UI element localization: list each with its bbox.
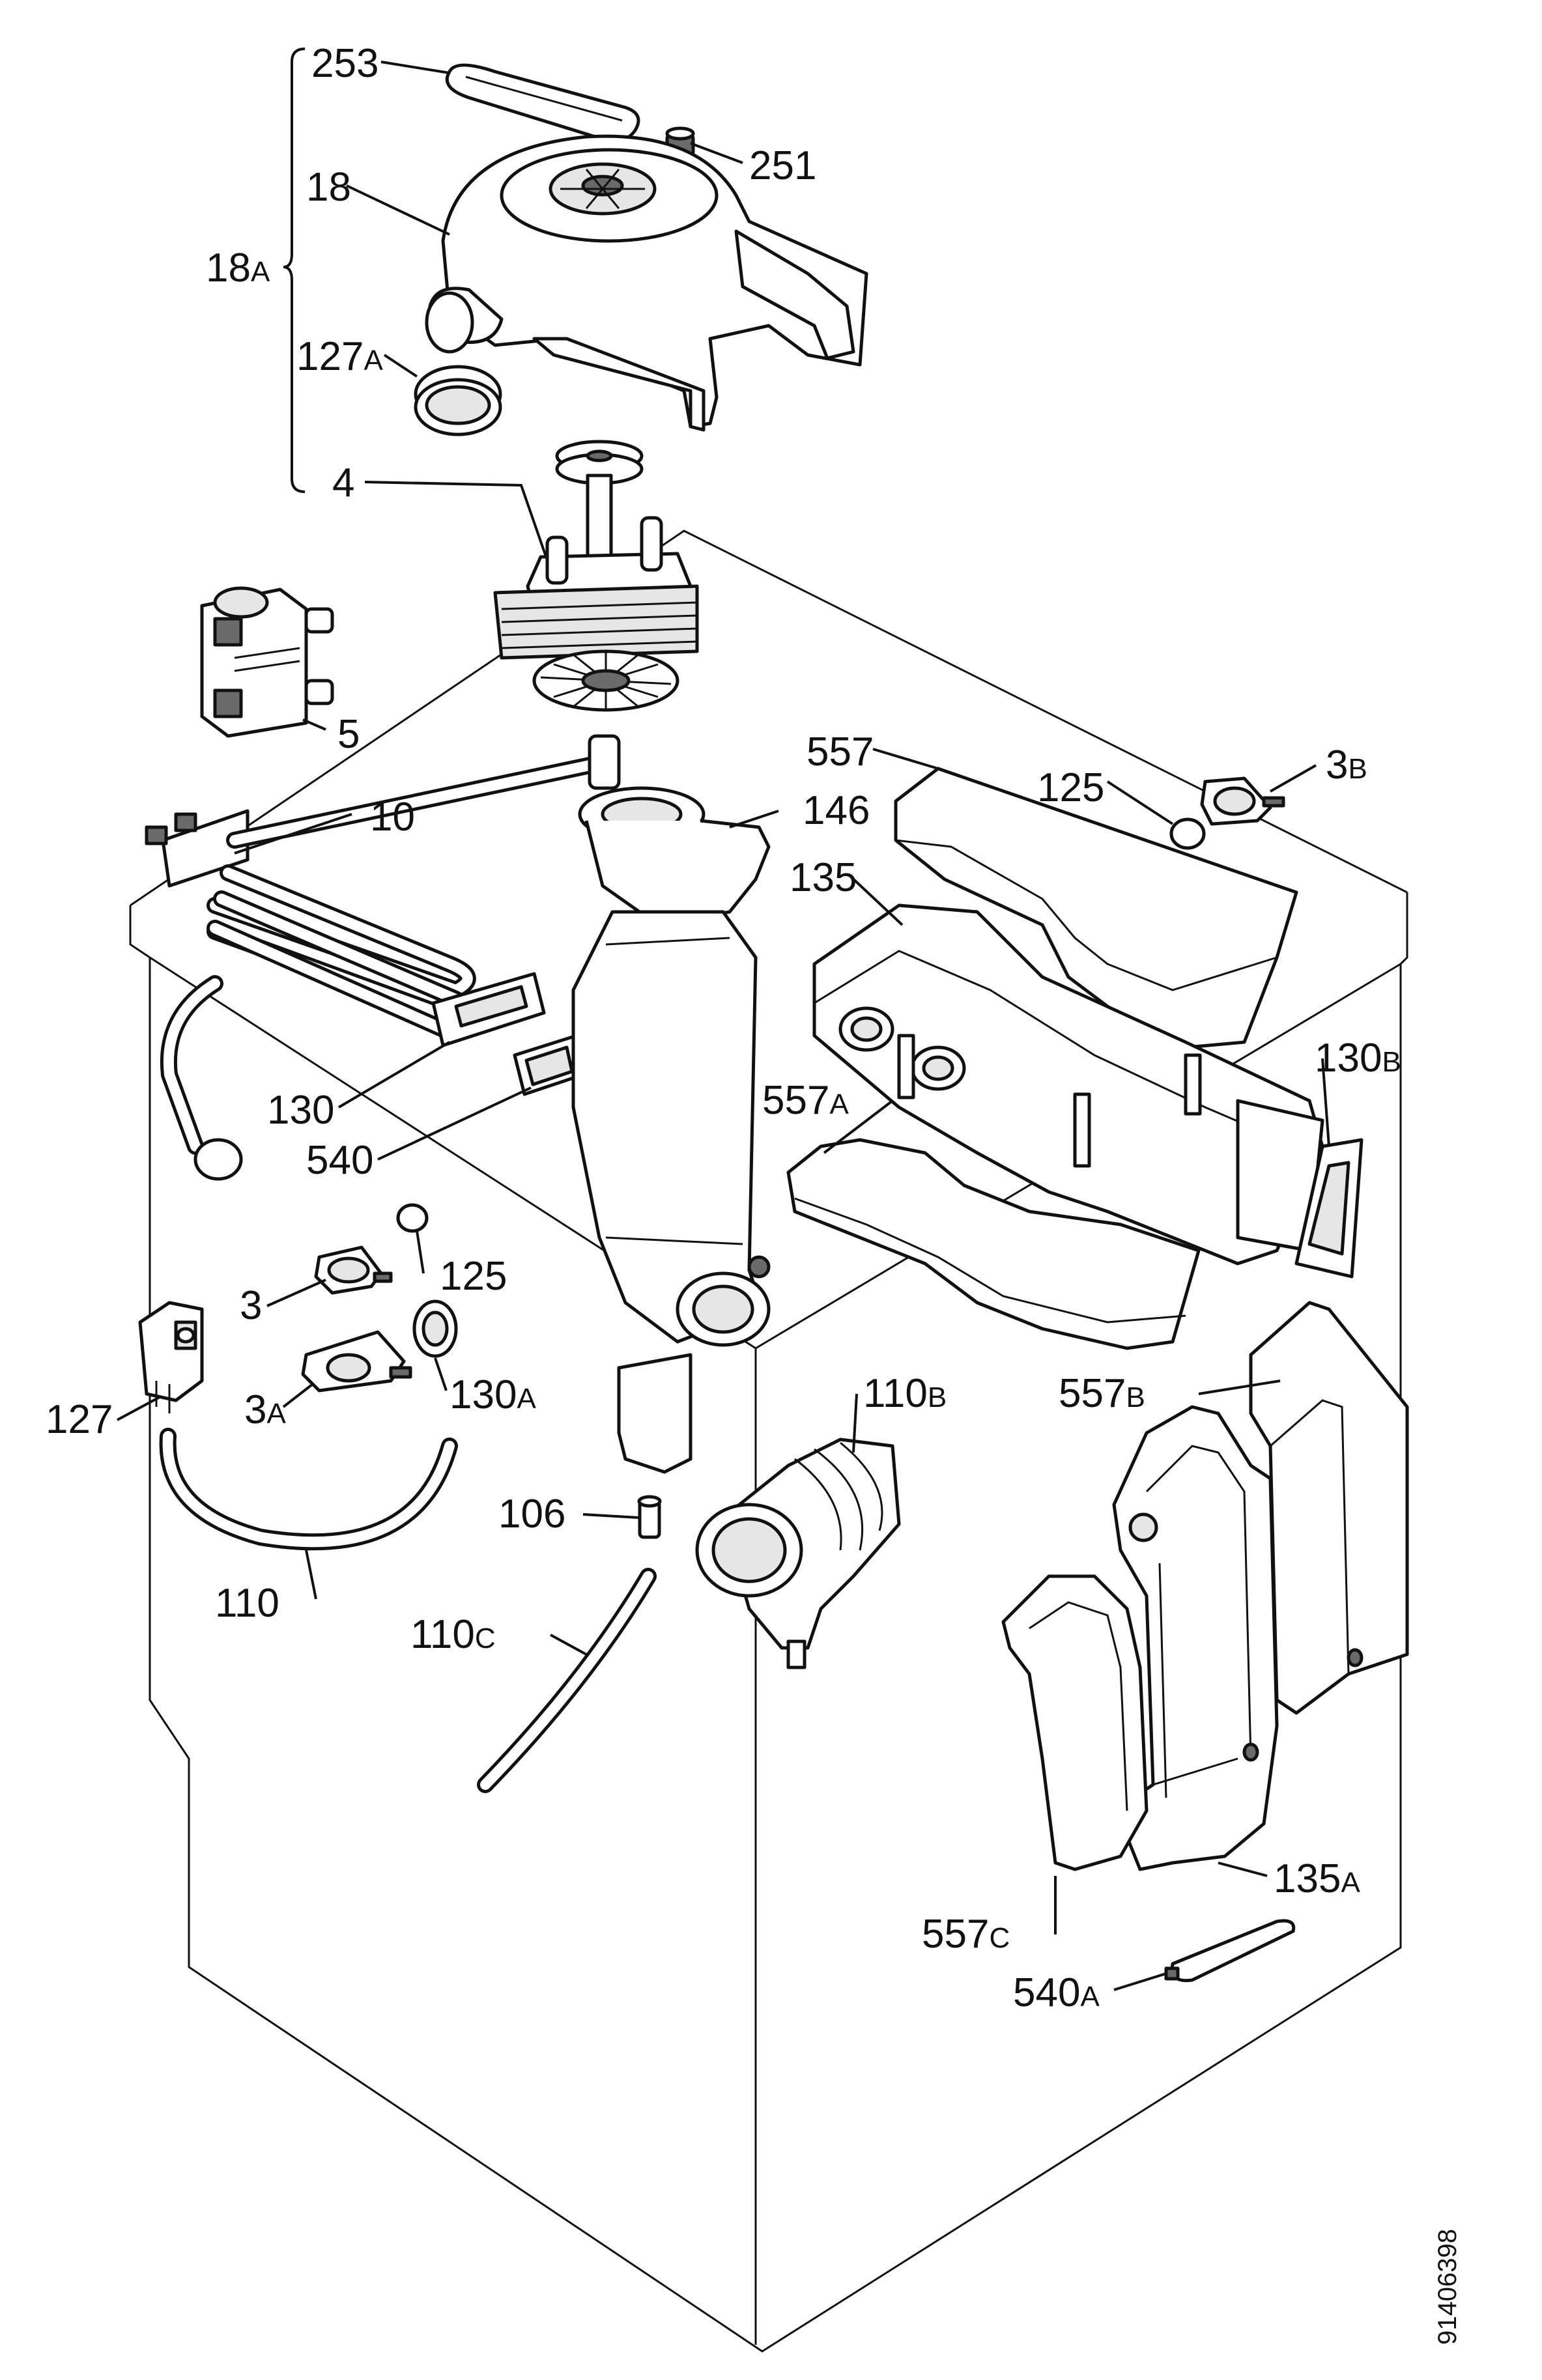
- fan-housing: [425, 134, 868, 432]
- callout-127: 127: [46, 1397, 113, 1442]
- group-bracket-18a: [283, 48, 306, 493]
- callout-127a: 127A: [296, 334, 383, 379]
- callout-557c: 557C: [922, 1912, 1010, 1957]
- callout-3b: 3B: [1326, 743, 1367, 787]
- callout-146: 146: [803, 788, 870, 833]
- door-switch: [138, 1301, 204, 1413]
- condenser-duct: [812, 903, 1324, 1266]
- retaining-clip: [1164, 1919, 1296, 1983]
- heating-element: [145, 734, 621, 1181]
- duct-bellows: [695, 1438, 901, 1669]
- o-ring-top: [1169, 817, 1206, 850]
- rear-condenser-duct: [1112, 1405, 1279, 1871]
- callout-135: 135: [790, 855, 857, 900]
- water-hose: [159, 1428, 458, 1551]
- callout-251: 251: [749, 143, 816, 188]
- callout-130b: 130B: [1315, 1036, 1401, 1081]
- callout-540: 540: [306, 1138, 373, 1183]
- callout-18a: 18A: [206, 246, 270, 290]
- thermostat: [314, 1245, 393, 1295]
- callout-5: 5: [337, 712, 360, 757]
- callout-557a: 557A: [762, 1078, 849, 1123]
- callout-135a: 135A: [1274, 1856, 1360, 1901]
- side-duct-cover: [1001, 1574, 1149, 1871]
- callout-557b: 557B: [1059, 1371, 1145, 1416]
- callout-253: 253: [311, 41, 378, 86]
- o-ring: [396, 1203, 429, 1233]
- water-valve: [200, 586, 334, 738]
- callout-18: 18: [306, 165, 351, 210]
- callout-125: 125: [440, 1254, 507, 1299]
- thermostat-a: [301, 1330, 412, 1393]
- document-number: 91406398: [1433, 2229, 1462, 2345]
- hose-connector: [637, 1495, 662, 1539]
- callout-10: 10: [370, 795, 415, 840]
- air-duct: [571, 786, 771, 1474]
- rear-duct-cover: [1249, 1301, 1409, 1715]
- callout-110b: 110B: [863, 1371, 947, 1416]
- callout-130: 130: [267, 1088, 334, 1133]
- callout-3a: 3A: [244, 1387, 286, 1432]
- gasket-a: [412, 1299, 458, 1358]
- callout-106: 106: [498, 1492, 565, 1537]
- callout-540a: 540A: [1013, 1970, 1100, 2015]
- drive-belt: [445, 63, 640, 143]
- callout-110: 110: [215, 1581, 279, 1626]
- drain-hose: [477, 1568, 657, 1793]
- callout-125-top: 125: [1037, 765, 1104, 810]
- gasket-b: [1294, 1138, 1364, 1279]
- callout-labels: 253 251 18 18A 127A 4 5 557 125 3B 10 14…: [46, 41, 1401, 2015]
- callout-3: 3: [240, 1283, 262, 1328]
- leader-lines: [117, 61, 1330, 1991]
- callout-4: 4: [332, 460, 354, 505]
- thermostat-b: [1200, 776, 1285, 826]
- callout-110c: 110C: [410, 1612, 496, 1657]
- lower-duct-cover: [786, 1138, 1201, 1350]
- ring-seal: [414, 365, 502, 436]
- fan-motor: [493, 440, 699, 712]
- callout-557: 557: [807, 730, 874, 774]
- callout-130a: 130A: [450, 1372, 536, 1417]
